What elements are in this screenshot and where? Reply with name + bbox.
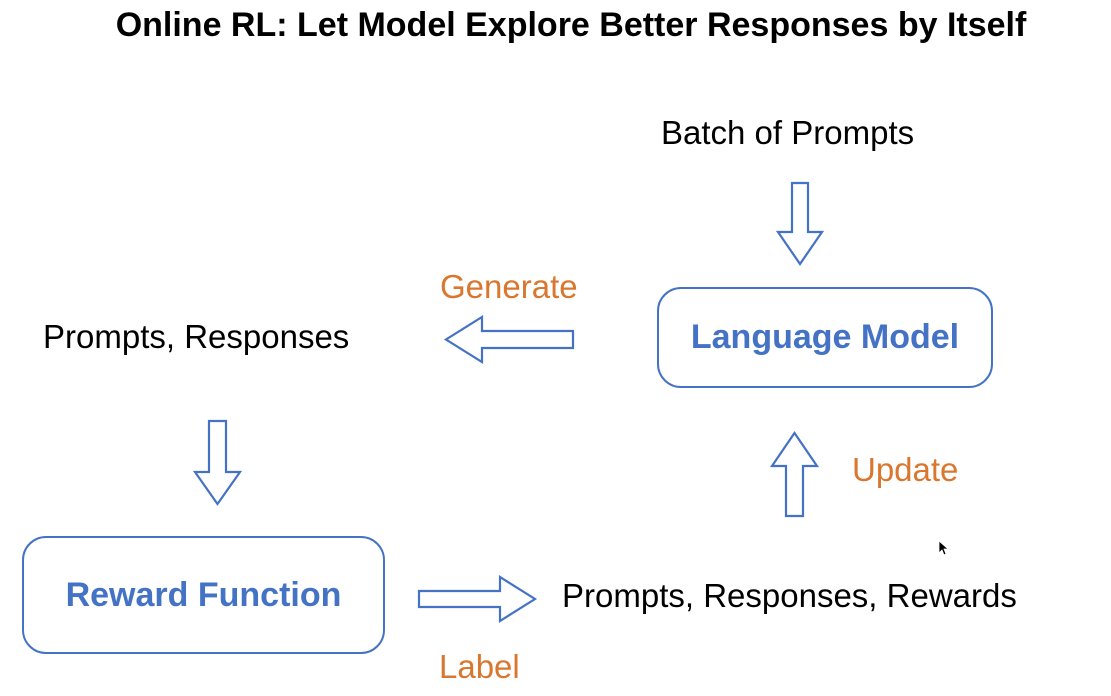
- left-arrow-icon: [443, 315, 575, 364]
- down-arrow-icon: [192, 419, 243, 506]
- up-arrow-icon: [769, 431, 820, 518]
- batch-of-prompts-label: Batch of Prompts: [661, 114, 915, 151]
- language-model-box: Language Model: [657, 287, 993, 388]
- prompts-responses-label: Prompts, Responses: [43, 318, 350, 355]
- reward-function-box: Reward Function: [22, 536, 385, 654]
- reward-function-label: Reward Function: [65, 575, 342, 614]
- language-model-label: Language Model: [690, 318, 960, 356]
- mouse-cursor-icon: [938, 540, 950, 556]
- label-edge-label: Label: [439, 648, 520, 685]
- generate-edge-label: Generate: [440, 268, 578, 305]
- right-arrow-icon: [417, 575, 538, 623]
- update-edge-label: Update: [852, 451, 959, 488]
- down-arrow-icon: [775, 181, 825, 266]
- diagram-title: Online RL: Let Model Explore Better Resp…: [115, 6, 1027, 44]
- prompts-responses-rewards-label: Prompts, Responses, Rewards: [562, 577, 1017, 614]
